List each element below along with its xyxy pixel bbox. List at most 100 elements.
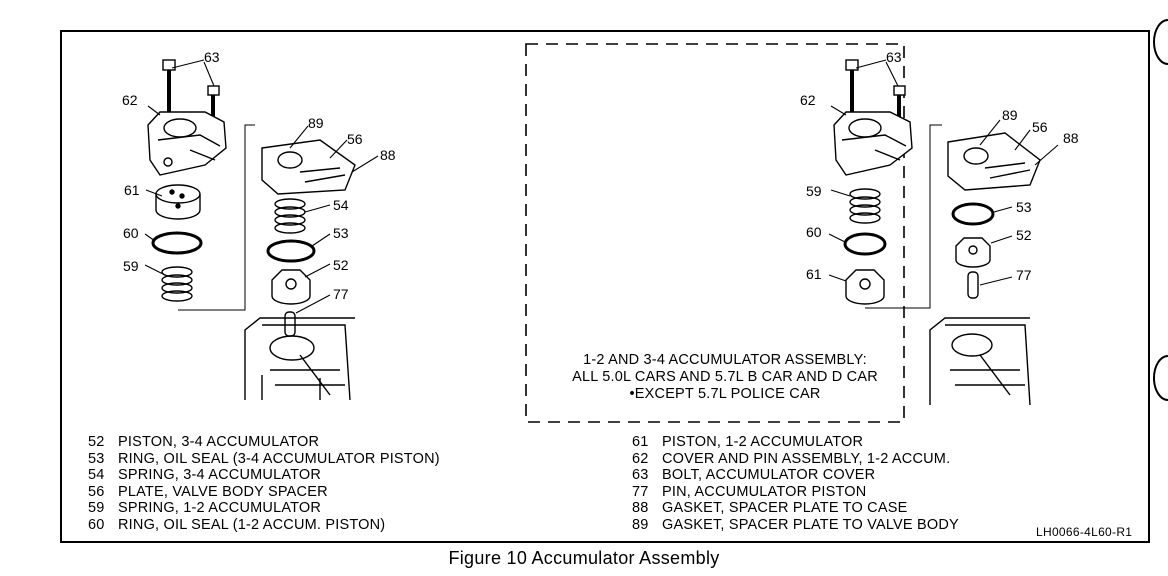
figure-frame xyxy=(60,30,1150,543)
piston-61-left xyxy=(155,184,201,220)
callout-88-left: 88 xyxy=(380,147,396,163)
inset-dashed-border xyxy=(525,43,905,423)
legend-number: 63 xyxy=(632,467,649,484)
legend-text: COVER AND PIN ASSEMBLY, 1-2 ACCUM. xyxy=(662,450,951,467)
callout-63-right: 63 xyxy=(886,49,902,65)
callout-52-left: 52 xyxy=(333,257,349,273)
legend-number: 59 xyxy=(88,500,105,517)
legend-text: PISTON, 1-2 ACCUMULATOR xyxy=(662,434,864,450)
callout-61-right: 61 xyxy=(806,266,822,282)
legend-number: 89 xyxy=(632,516,649,533)
legend-row: 60 RING, OIL SEAL (1-2 ACCUM. PISTON) xyxy=(88,517,440,534)
callout-60-right: 60 xyxy=(806,224,822,240)
legend-row: 89 GASKET, SPACER PLATE TO VALVE BODY xyxy=(632,517,959,534)
piston-52-right xyxy=(955,237,991,268)
callout-77-left: 77 xyxy=(333,286,349,302)
cover-left xyxy=(147,111,227,176)
gasket-plates-left xyxy=(261,139,356,195)
legend-text: PISTON, 3-4 ACCUMULATOR xyxy=(118,434,320,450)
callout-59-right: 59 xyxy=(806,183,822,199)
callout-59-left: 59 xyxy=(123,258,139,274)
piston-61-right xyxy=(845,269,885,305)
callout-89-right: 89 xyxy=(1002,107,1018,123)
legend-row: 77 PIN, ACCUMULATOR PISTON xyxy=(632,484,959,501)
callout-labels-right: 63 62 89 56 88 59 53 60 52 61 77 xyxy=(800,49,1079,283)
pin-77-left xyxy=(284,311,296,337)
callout-labels-left: 63 62 89 56 88 61 54 60 53 59 52 77 xyxy=(122,49,396,302)
figure-caption: Figure 10 Accumulator Assembly xyxy=(448,548,720,568)
legend-text: BOLT, ACCUMULATOR COVER xyxy=(662,467,876,484)
bolt-short-right xyxy=(893,85,906,118)
legend-number: 53 xyxy=(88,450,105,467)
inset-applicability-note: 1-2 AND 3-4 ACCUMULATOR ASSEMBLY: ALL 5.… xyxy=(530,352,920,403)
legend-text: RING, OIL SEAL (1-2 ACCUM. PISTON) xyxy=(118,516,386,533)
legend-text: PLATE, VALVE BODY SPACER xyxy=(118,483,328,500)
leader-lines-right xyxy=(828,59,1059,286)
callout-62-left: 62 xyxy=(122,92,138,108)
legend-row: 62 COVER AND PIN ASSEMBLY, 1-2 ACCUM. xyxy=(632,451,959,468)
spring-54-left xyxy=(274,198,306,234)
legend-row: 88 GASKET, SPACER PLATE TO CASE xyxy=(632,500,959,517)
legend-row: 53 RING, OIL SEAL (3-4 ACCUMULATOR PISTON… xyxy=(88,451,440,468)
pin-77-right xyxy=(967,271,979,299)
legend-row: 61 PISTON, 1-2 ACCUMULATOR xyxy=(632,434,959,451)
seal-ring-60-left xyxy=(151,231,203,255)
inset-note-line: •EXCEPT 5.7L POLICE CAR xyxy=(629,386,821,402)
legend-row: 56 PLATE, VALVE BODY SPACER xyxy=(88,484,440,501)
page-edge-hole-marks xyxy=(1153,19,1168,401)
left-assembly xyxy=(147,59,356,401)
callout-60-left: 60 xyxy=(123,225,139,241)
case-section-left xyxy=(244,317,355,401)
legend-number: 62 xyxy=(632,450,649,467)
callout-56-left: 56 xyxy=(347,131,363,147)
bolt-short-left xyxy=(207,85,220,118)
bolt-long-right xyxy=(845,59,859,118)
callout-53-left: 53 xyxy=(333,225,349,241)
bolt-long-left xyxy=(162,59,176,120)
legend-number: 60 xyxy=(88,516,105,533)
leader-lines-left xyxy=(144,59,379,314)
spring-59-right xyxy=(849,188,881,224)
legend-text: SPRING, 1-2 ACCUMULATOR xyxy=(118,500,322,517)
right-assembly xyxy=(833,59,1041,406)
legend-number: 54 xyxy=(88,467,105,484)
parts-legend-right: 61 PISTON, 1-2 ACCUMULATOR 62 COVER AND PI… xyxy=(632,434,959,534)
callout-52-right: 52 xyxy=(1016,227,1032,243)
piston-52-left xyxy=(271,269,311,305)
cover-right xyxy=(833,111,913,176)
callout-62-right: 62 xyxy=(800,92,816,108)
callout-53-right: 53 xyxy=(1016,199,1032,215)
legend-number: 88 xyxy=(632,500,649,517)
inset-note-line: 1-2 AND 3-4 ACCUMULATOR ASSEMBLY: xyxy=(583,352,867,368)
legend-text: GASKET, SPACER PLATE TO CASE xyxy=(662,500,908,517)
legend-number: 52 xyxy=(88,434,105,450)
legend-number: 77 xyxy=(632,483,649,500)
legend-text: RING, OIL SEAL (3-4 ACCUMULATOR PISTON) xyxy=(118,450,440,467)
legend-row: 52 PISTON, 3-4 ACCUMULATOR xyxy=(88,434,440,451)
callout-63-left: 63 xyxy=(204,49,220,65)
callout-54-left: 54 xyxy=(333,197,349,213)
legend-number: 56 xyxy=(88,483,105,500)
legend-text: SPRING, 3-4 ACCUMULATOR xyxy=(118,467,322,484)
legend-number: 61 xyxy=(632,434,649,450)
legend-row: 59 SPRING, 1-2 ACCUMULATOR xyxy=(88,500,440,517)
callout-89-left: 89 xyxy=(308,115,324,131)
seal-ring-60-right xyxy=(843,232,887,256)
legend-row: 63 BOLT, ACCUMULATOR COVER xyxy=(632,467,959,484)
callout-56-right: 56 xyxy=(1032,119,1048,135)
inset-note-line: ALL 5.0L CARS AND 5.7L B CAR AND D CAR xyxy=(572,369,878,385)
legend-row: 54 SPRING, 3-4 ACCUMULATOR xyxy=(88,467,440,484)
seal-ring-53-right xyxy=(951,202,995,226)
callout-77-right: 77 xyxy=(1016,267,1032,283)
legend-text: PIN, ACCUMULATOR PISTON xyxy=(662,483,867,500)
callout-88-right: 88 xyxy=(1063,130,1079,146)
illustration-reference-code: LH0066-4L60-R1 xyxy=(1036,525,1133,539)
legend-text: GASKET, SPACER PLATE TO VALVE BODY xyxy=(662,516,959,533)
gasket-plates-right xyxy=(947,132,1041,191)
spring-59-left xyxy=(161,266,193,302)
seal-ring-53-left xyxy=(266,239,316,263)
case-section-right xyxy=(929,317,1031,406)
callout-61-left: 61 xyxy=(124,182,140,198)
